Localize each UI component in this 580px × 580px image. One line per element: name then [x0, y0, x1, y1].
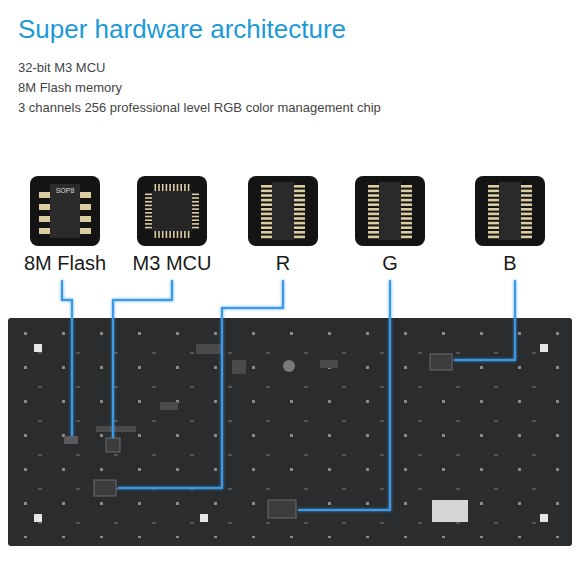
- chip-body: [355, 176, 425, 246]
- spec-line: 8M Flash memory: [18, 80, 122, 95]
- chip-label: 8M Flash: [24, 252, 106, 274]
- chip-body: [248, 176, 318, 246]
- chip-node: G: [355, 176, 425, 274]
- chip-node: B: [475, 176, 545, 274]
- chip-body: [475, 176, 545, 246]
- chip-node: M3 MCU: [133, 176, 212, 274]
- chip-body: SOP8: [30, 176, 100, 246]
- title: Super hardware architecture: [18, 14, 346, 45]
- chip-label: G: [355, 252, 425, 274]
- chip-marking: SOP8: [30, 187, 100, 195]
- chip-icon: [30, 176, 100, 246]
- chip-node: SOP8 8M Flash: [24, 176, 106, 274]
- chip-label: B: [475, 252, 545, 274]
- chip-icon: [355, 176, 425, 246]
- chip-label: M3 MCU: [133, 252, 212, 274]
- chip-body: [137, 176, 207, 246]
- chip-node: R: [248, 176, 318, 274]
- spec-line: 3 channels 256 professional level RGB co…: [18, 100, 381, 115]
- spec-line: 32-bit M3 MCU: [18, 60, 105, 75]
- chip-icon: [248, 176, 318, 246]
- chip-icon: [137, 176, 207, 246]
- chip-label: R: [248, 252, 318, 274]
- chip-icon: [475, 176, 545, 246]
